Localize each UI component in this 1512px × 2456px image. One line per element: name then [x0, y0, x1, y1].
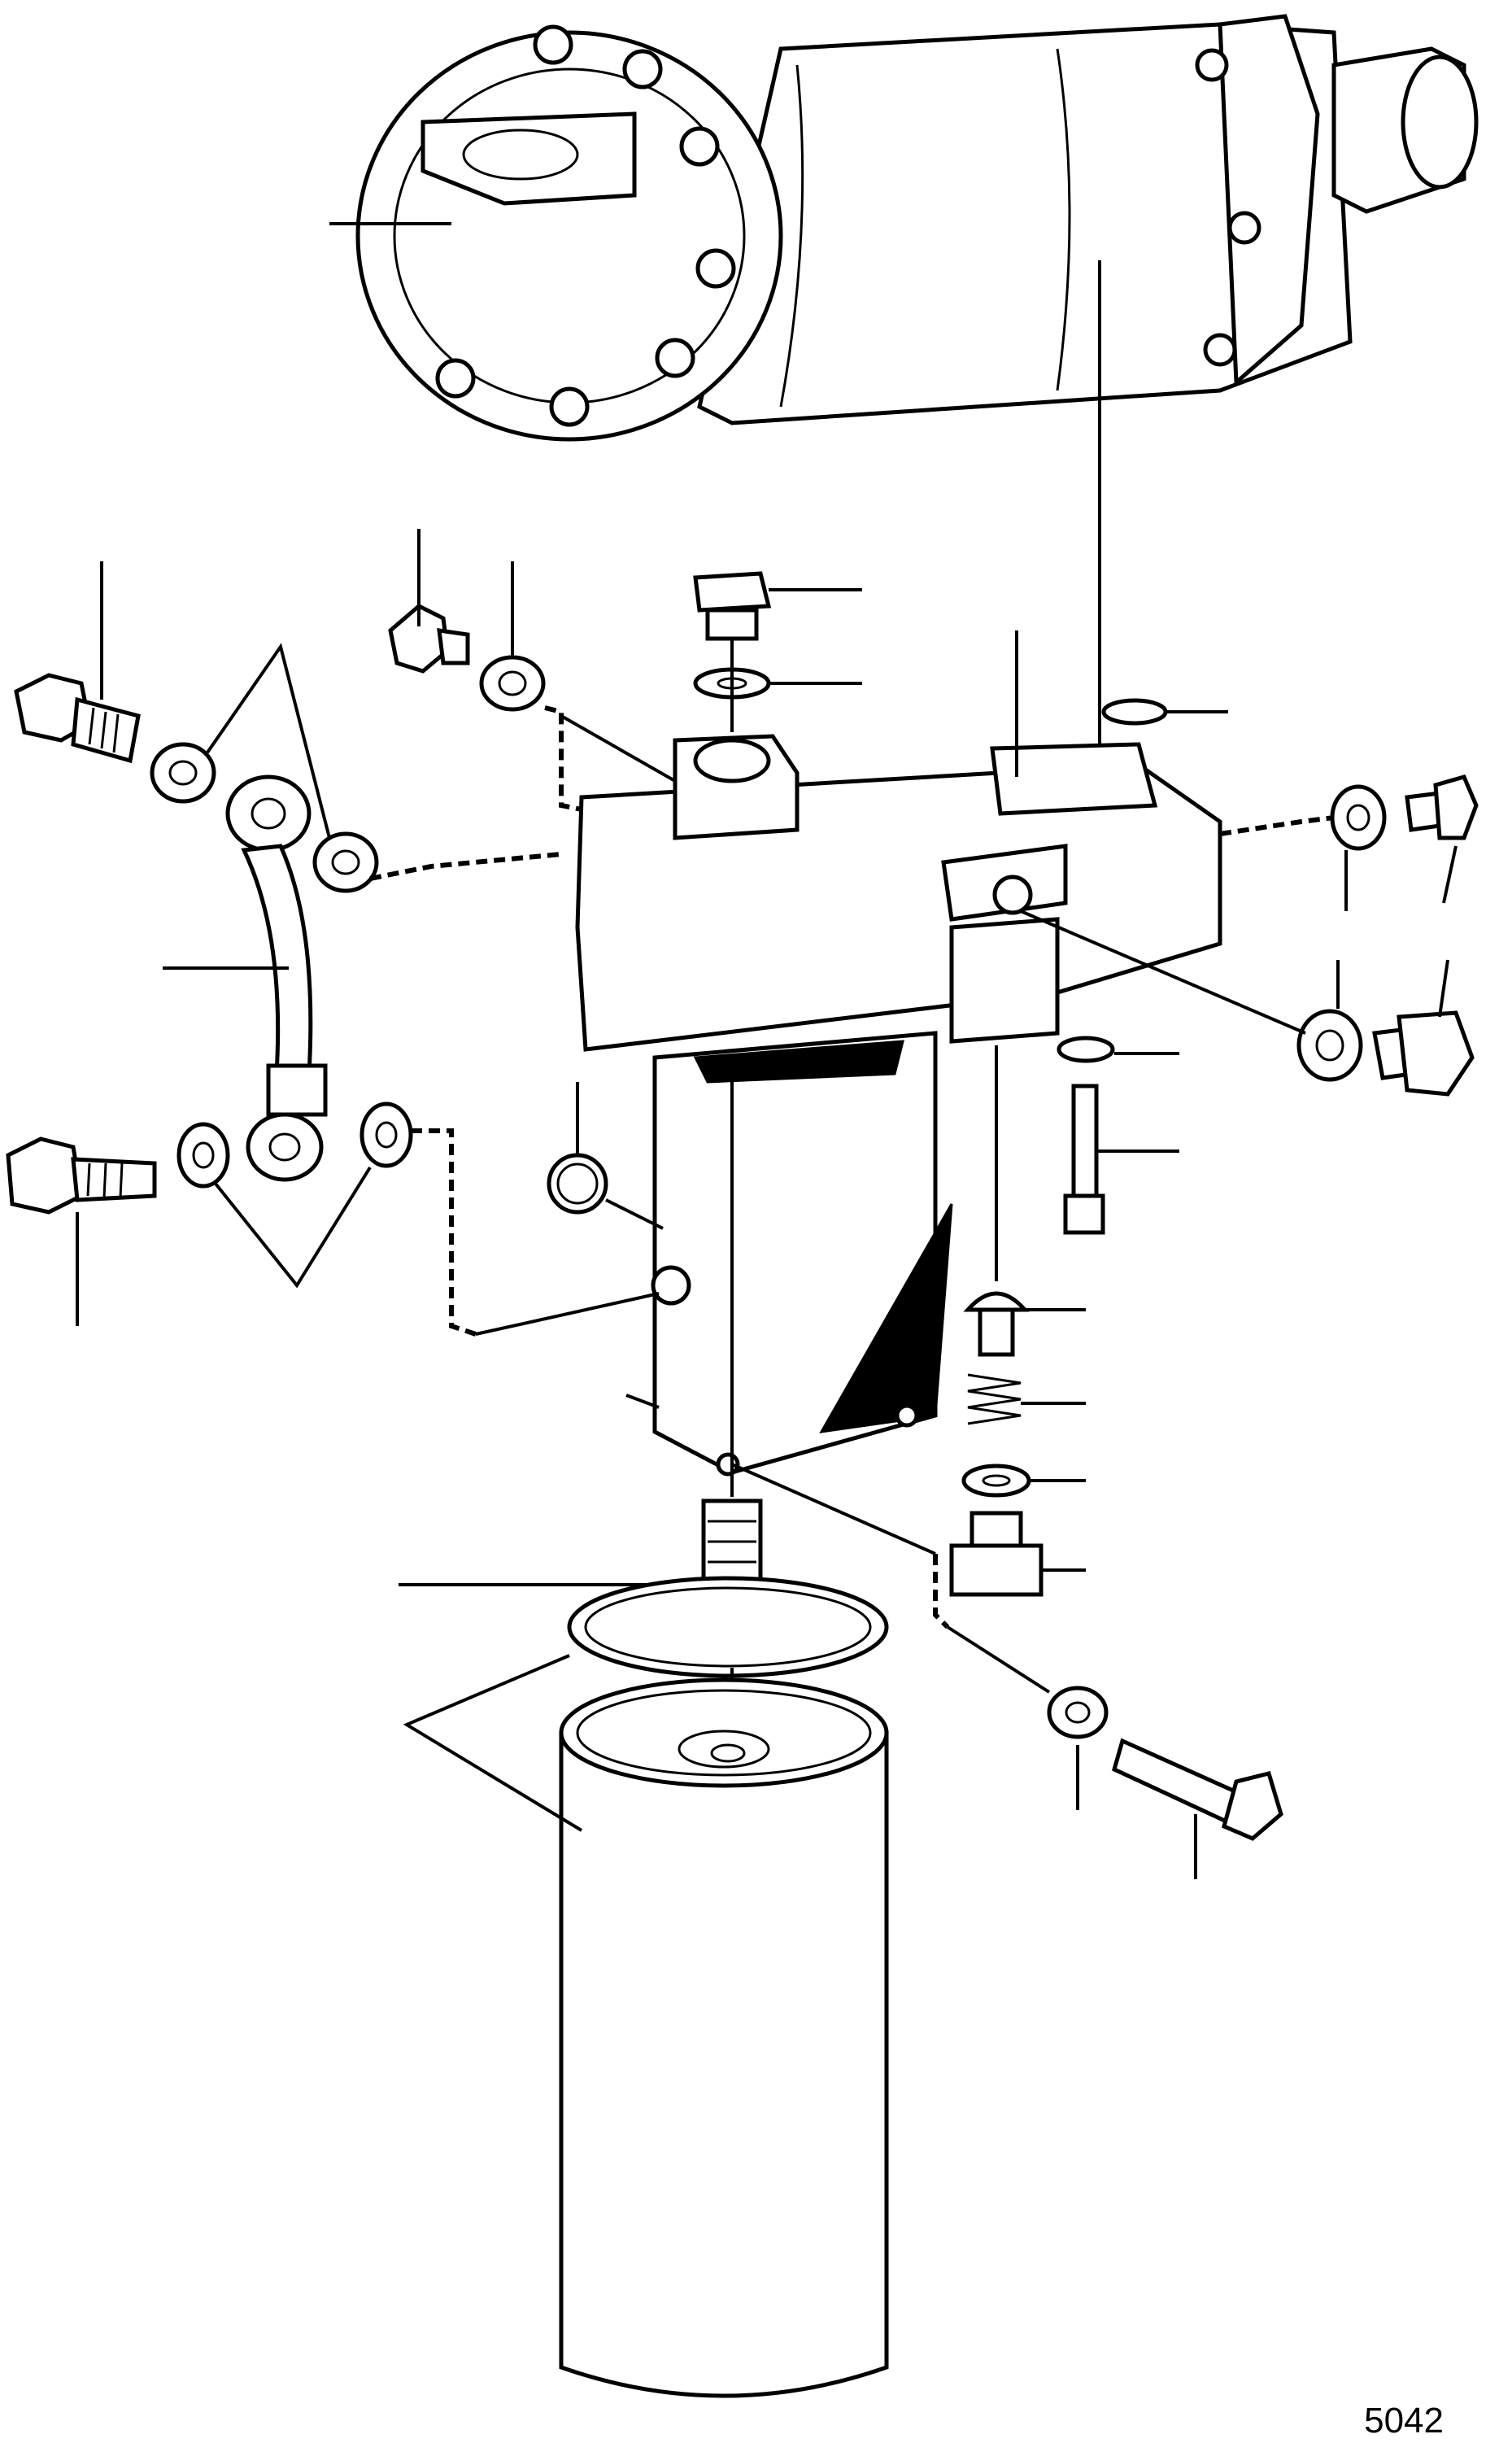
figure-number: 5042	[1364, 2401, 1444, 2441]
banjo-bolt-icon	[6, 1136, 157, 1215]
plug-icon	[1405, 774, 1479, 840]
filter-bracket-icon	[575, 734, 1222, 1477]
plug-icon	[388, 604, 470, 674]
screw-icon	[1112, 1738, 1283, 1841]
o-ring-icon	[547, 1153, 608, 1215]
oil-filter-cartridge-icon	[559, 1677, 889, 2398]
sealing-washer-icon	[1296, 1009, 1363, 1082]
plug-icon	[1372, 1010, 1475, 1097]
cooler-housing-icon	[355, 14, 1479, 442]
sealing-washer-icon	[1330, 784, 1387, 851]
relief-valve-icon	[963, 1291, 1030, 1357]
sealing-washer-icon	[1047, 1686, 1109, 1739]
sealing-washer-icon	[176, 1122, 230, 1189]
oil-pipe-icon	[225, 774, 328, 1182]
sealing-washer-icon	[359, 1101, 413, 1168]
sealing-washer-icon	[961, 1464, 1031, 1498]
sealing-washer-icon	[1057, 1036, 1115, 1063]
sealing-washer-icon	[312, 831, 379, 893]
banjo-bolt-icon	[14, 673, 141, 764]
sealing-washer-icon	[479, 655, 546, 712]
sealing-washer-icon	[150, 742, 216, 804]
plug-icon	[693, 571, 772, 641]
o-ring-icon	[567, 1576, 889, 1678]
plug-icon	[949, 1511, 1044, 1597]
spring-icon	[967, 1373, 1022, 1425]
screw-icon	[1063, 1084, 1105, 1235]
o-ring-icon	[1101, 698, 1168, 726]
